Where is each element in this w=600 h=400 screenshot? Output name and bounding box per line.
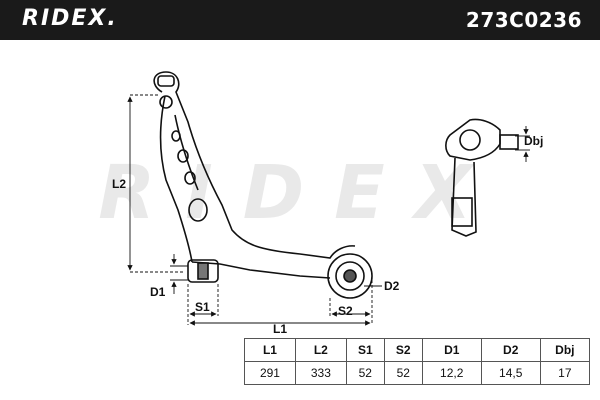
value-cell: 17 [539,361,591,385]
value-cell: 52 [383,361,423,385]
table-header-row: L1 L2 S1 S2 D1 D2 Dbj [244,338,591,362]
value-cell: 333 [294,361,347,385]
dimensions-table: L1 L2 S1 S2 D1 D2 Dbj 291 333 52 52 12,2… [244,338,591,385]
dim-label-dbj: Dbj [524,134,543,148]
rear-bushing [327,253,373,299]
dim-label-l1: L1 [273,322,287,336]
header-cell: L2 [294,338,347,362]
dim-label-s1: S1 [195,300,210,314]
header-cell: L1 [244,338,296,362]
dim-label-d1: D1 [150,285,166,299]
technical-drawing: L2 D1 S1 S2 L1 D2 Dbj [112,71,543,336]
brand-logo: RIDEX. [22,6,118,31]
brand-watermark: RIDEX [98,150,502,236]
part-number: 273C0236 [465,8,582,32]
value-cell: 14,5 [480,361,541,385]
dimension-lines [127,94,530,326]
dim-label-l2: L2 [112,177,126,191]
header-cell: S2 [383,338,423,362]
table-row: 291 333 52 52 12,2 14,5 17 [244,361,591,385]
header-bar: RIDEX. 273C0236 [0,0,600,40]
front-bushing [187,259,219,283]
header-cell: D2 [480,338,541,362]
value-cell: 12,2 [421,361,482,385]
value-cell: 52 [345,361,385,385]
side-view-joint [445,118,519,237]
top-ball-joint [157,75,175,109]
value-cell: 291 [244,361,296,385]
dim-label-d2: D2 [384,279,400,293]
dim-label-s2: S2 [338,304,353,318]
header-cell: D1 [421,338,482,362]
control-arm [153,71,356,279]
header-cell: Dbj [539,338,591,362]
header-cell: S1 [345,338,385,362]
